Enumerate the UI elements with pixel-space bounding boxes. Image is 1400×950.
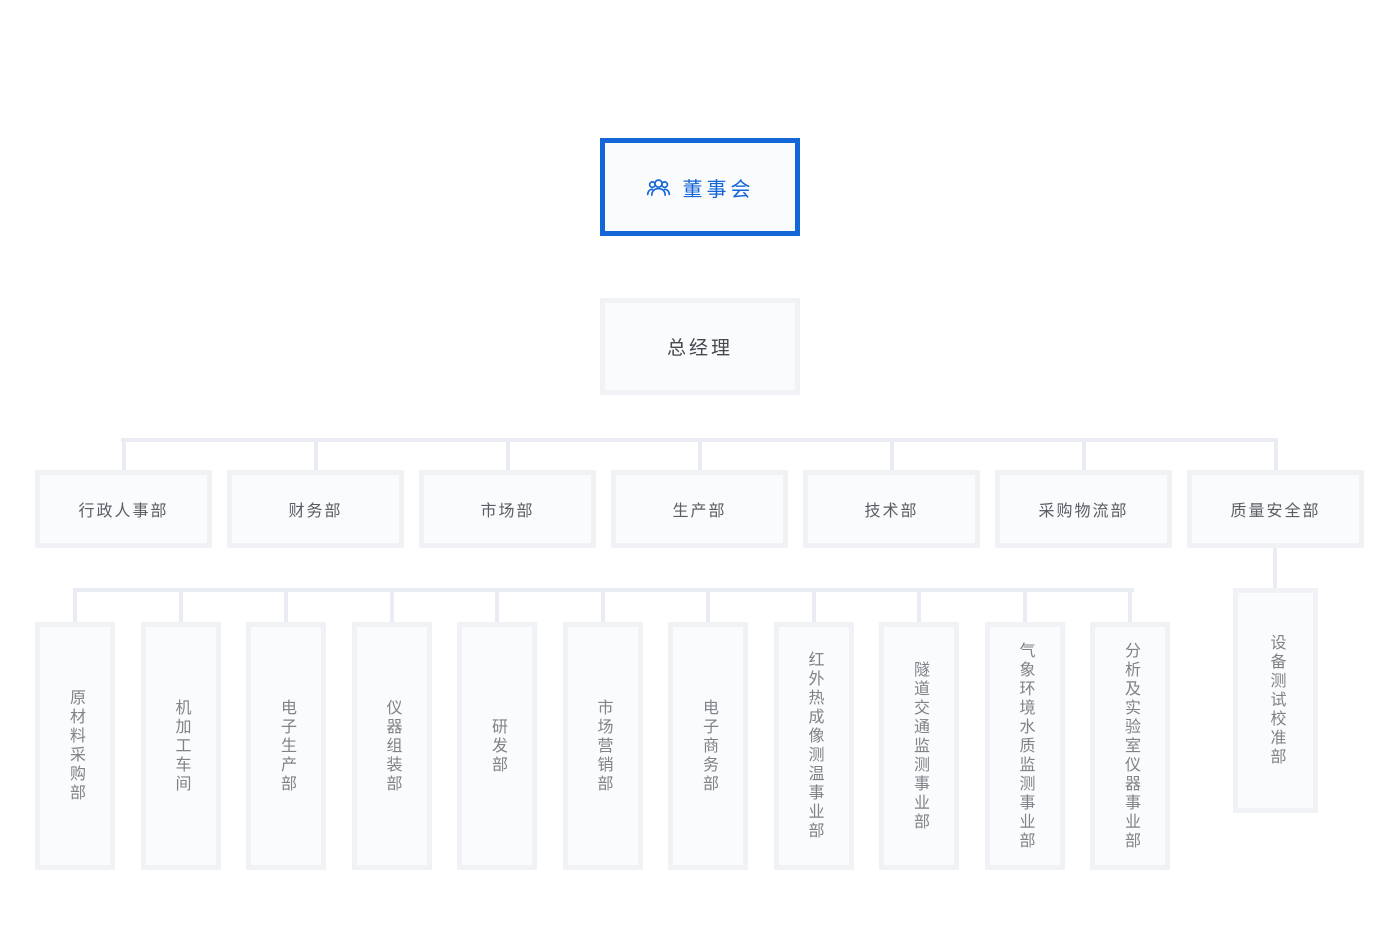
connector-stub (697, 438, 702, 470)
node-label: 生产部 (672, 503, 727, 520)
node-marketing-sales[interactable]: 市场营销部 (562, 622, 643, 870)
node-label: 隧道交通监测事业部 (911, 660, 928, 832)
node-label: 采购物流部 (1038, 503, 1129, 520)
node-tunnel-traffic-monitoring-division[interactable]: 隧道交通监测事业部 (879, 622, 959, 870)
node-label: 气象环境水质监测事业部 (1016, 641, 1034, 851)
connector-stub (313, 438, 318, 470)
node-label: 财务部 (288, 503, 343, 520)
node-instrument-assembly[interactable]: 仪器组装部 (351, 622, 432, 870)
connector-stub (178, 588, 183, 622)
node-meteorological-env-water-quality-division[interactable]: 气象环境水质监测事业部 (984, 622, 1065, 870)
node-label: 电子生产部 (278, 698, 295, 794)
connector-stub (917, 588, 921, 622)
connector-stub (1022, 588, 1027, 622)
node-label: 董事会 (682, 178, 755, 201)
node-marketing[interactable]: 市场部 (419, 470, 596, 548)
node-label: 行政人事部 (78, 503, 169, 520)
node-label: 电子商务部 (700, 698, 717, 794)
node-general-manager[interactable]: 总经理 (600, 298, 800, 395)
node-machining-workshop[interactable]: 机加工车间 (140, 622, 221, 870)
node-label: 红外热成像测温事业部 (805, 651, 823, 841)
node-quality-safety[interactable]: 质量安全部 (1187, 470, 1364, 548)
connector-quality-safety-drop (1273, 548, 1277, 590)
connector-stub (811, 588, 816, 622)
node-e-commerce[interactable]: 电子商务部 (668, 622, 748, 870)
node-label: 总经理 (666, 338, 733, 359)
node-label: 市场部 (480, 503, 535, 520)
node-board-of-directors[interactable]: 董事会 (600, 138, 800, 236)
connector-stub (600, 588, 605, 622)
node-label: 研发部 (489, 717, 506, 775)
node-finance[interactable]: 财务部 (227, 470, 404, 548)
connector-stub (1128, 588, 1132, 622)
node-analysis-lab-instruments-division[interactable]: 分析及实验室仪器事业部 (1090, 622, 1170, 870)
node-raw-material-procurement[interactable]: 原材料采购部 (35, 622, 115, 870)
connector-stub (284, 588, 288, 622)
team-icon (646, 175, 671, 200)
node-infrared-thermal-imaging-division[interactable]: 红外热成像测温事业部 (773, 622, 854, 870)
node-admin-hr[interactable]: 行政人事部 (35, 470, 212, 548)
connector-stub (495, 588, 499, 622)
node-label: 质量安全部 (1230, 503, 1321, 520)
connector-stub (889, 438, 894, 470)
connector-stub (505, 438, 510, 470)
node-label: 技术部 (864, 503, 919, 520)
node-label: 机加工车间 (172, 698, 190, 794)
node-label: 原材料采购部 (67, 689, 84, 803)
node-label: 设备测试校准部 (1267, 634, 1285, 767)
node-research-development[interactable]: 研发部 (457, 622, 537, 870)
connector-stub (706, 588, 710, 622)
connector-stub (1273, 438, 1278, 470)
node-label: 分析及实验室仪器事业部 (1122, 641, 1139, 851)
node-production[interactable]: 生产部 (611, 470, 788, 548)
connector-stub (73, 588, 77, 622)
node-label: 仪器组装部 (383, 698, 401, 794)
node-electronics-production[interactable]: 电子生产部 (246, 622, 326, 870)
connector-stub (389, 588, 394, 622)
node-label: 市场营销部 (594, 698, 612, 794)
connector-stub (121, 438, 126, 470)
node-technology[interactable]: 技术部 (803, 470, 980, 548)
connector-stub (1081, 438, 1086, 470)
node-procurement-logistics[interactable]: 采购物流部 (995, 470, 1172, 548)
node-equipment-testing-calibration[interactable]: 设备测试校准部 (1233, 588, 1318, 813)
